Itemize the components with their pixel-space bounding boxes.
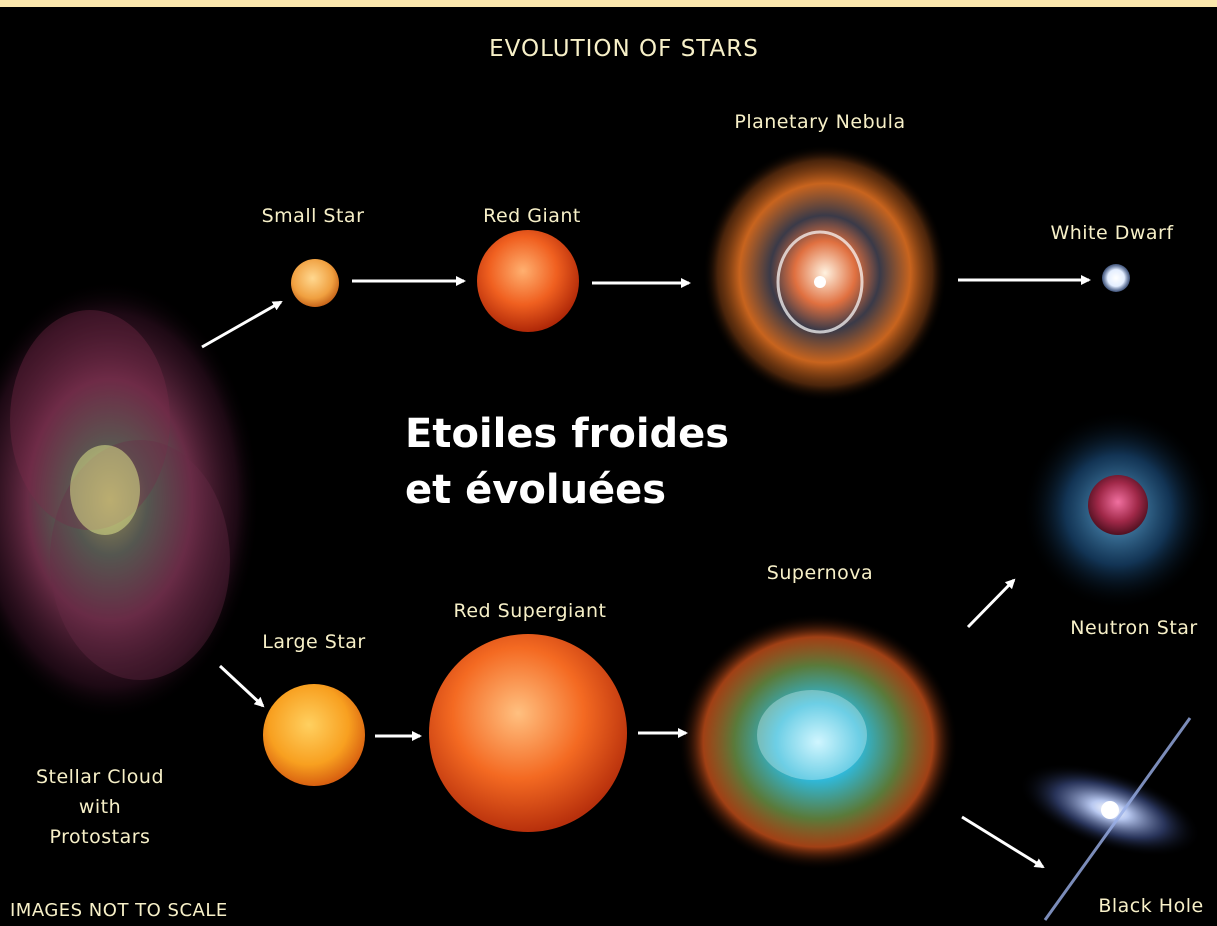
overlay-caption-line2: et évoluées xyxy=(405,462,729,518)
stellar-cloud-label-line2: with xyxy=(0,792,200,822)
overlay-caption: Etoiles froides et évoluées xyxy=(405,406,729,518)
overlay-caption-line1: Etoiles froides xyxy=(405,406,729,462)
stellar-cloud-label: Stellar Cloud with Protostars xyxy=(0,762,200,852)
stellar-cloud-label-line1: Stellar Cloud xyxy=(0,762,200,792)
white-dwarf-label: White Dwarf xyxy=(1050,222,1173,244)
scale-footnote: IMAGES NOT TO SCALE xyxy=(10,900,228,921)
planetary-nebula-image xyxy=(703,145,947,401)
stellar-cloud-image xyxy=(0,280,260,720)
red-giant-image xyxy=(477,230,579,332)
black-hole-image xyxy=(1008,718,1212,920)
planetary-nebula-label: Planetary Nebula xyxy=(734,111,905,133)
stellar-cloud-label-line3: Protostars xyxy=(0,822,200,852)
black-hole-label: Black Hole xyxy=(1098,895,1203,917)
red-supergiant-image xyxy=(429,634,627,832)
large-star-label: Large Star xyxy=(262,631,365,653)
small-star-label: Small Star xyxy=(262,205,365,227)
arrow-cloud-to-large-star xyxy=(220,666,263,706)
arrow-supernova-to-black-hole xyxy=(962,817,1043,867)
red-giant-label: Red Giant xyxy=(483,205,581,227)
arrow-supernova-to-neutron-star xyxy=(968,580,1014,627)
red-supergiant-label: Red Supergiant xyxy=(454,600,607,622)
neutron-star-label: Neutron Star xyxy=(1070,617,1197,639)
supernova-label: Supernova xyxy=(767,562,873,584)
supernova-image xyxy=(678,614,958,870)
arrow-cloud-to-small-star xyxy=(202,302,281,347)
diagram-title: EVOLUTION OF STARS xyxy=(489,36,759,62)
white-dwarf-image xyxy=(1102,264,1130,292)
neutron-star-image xyxy=(1022,410,1214,610)
large-star-image xyxy=(263,684,365,786)
small-star-image xyxy=(291,259,339,307)
